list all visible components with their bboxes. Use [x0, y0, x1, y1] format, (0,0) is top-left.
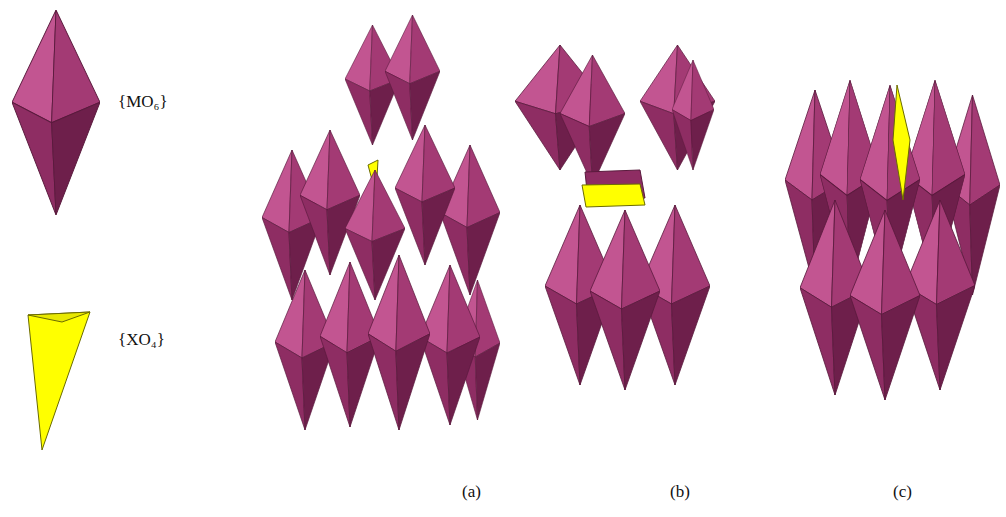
octahedron-sample: [12, 10, 100, 215]
structure-a: [262, 15, 500, 430]
figure-label: (b): [670, 482, 690, 502]
structure-c: [785, 80, 1000, 400]
figure-label: (c): [893, 482, 912, 502]
legend-text: {XO₄}: [118, 330, 165, 350]
structure-b: [515, 45, 715, 390]
tetrahedron-sample: [28, 312, 90, 450]
figure-label: (a): [462, 482, 481, 502]
legend-text: {MO₆}: [118, 92, 168, 112]
